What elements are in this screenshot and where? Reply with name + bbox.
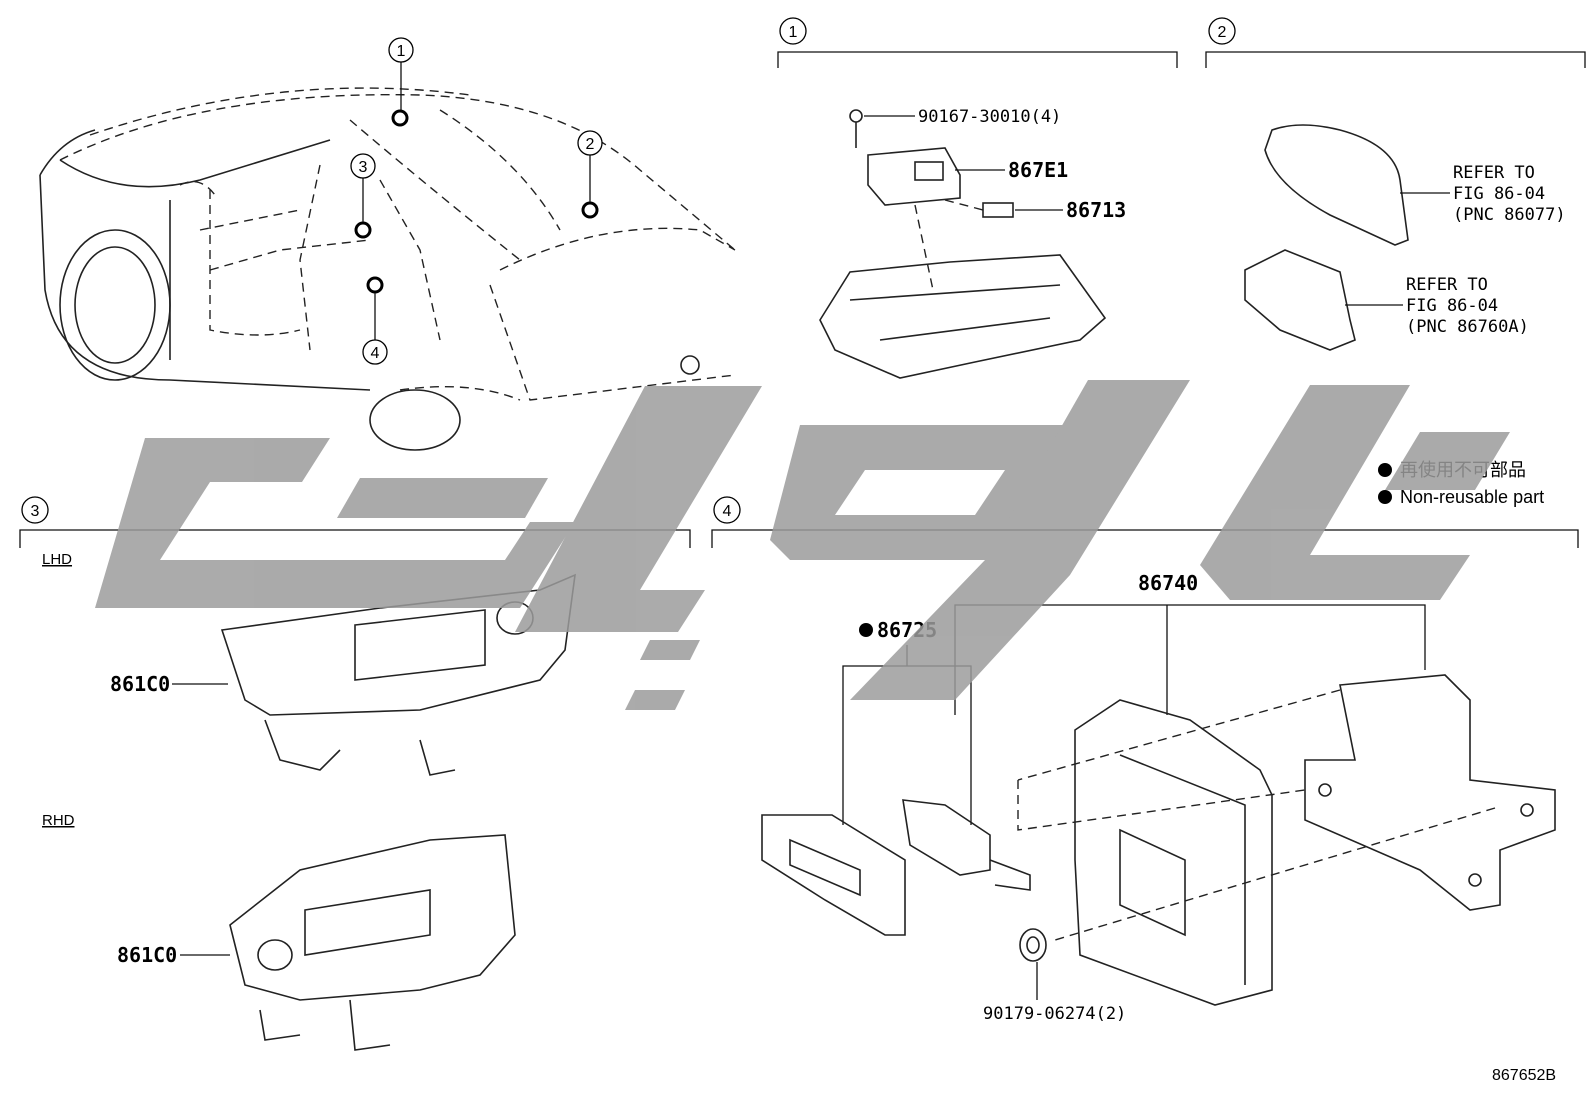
clip-90179-06274 — [1019, 928, 1047, 962]
part-label-90179-06274: 90179-06274(2) — [983, 1004, 1126, 1024]
ref-1-line-2: FIG 86-04 — [1453, 184, 1545, 204]
watermark-shape-1 — [95, 438, 575, 608]
part-label-86713: 86713 — [1066, 198, 1126, 222]
svg-text:4: 4 — [371, 345, 380, 362]
section-2-marker — [1208, 17, 1236, 45]
nonreusable-dot-icon — [1378, 463, 1392, 477]
part-label-861c0-rhd: 861C0 — [117, 943, 177, 967]
part-label-861c0-lhd: 861C0 — [110, 672, 170, 696]
section-3-number: 3 — [31, 503, 40, 520]
rhd-label: RHD — [42, 812, 75, 829]
section-3: 3 LHD RHD 861C0 861C0 — [19, 496, 691, 1051]
lhd-label: LHD — [42, 551, 72, 568]
svg-text:3: 3 — [359, 159, 368, 176]
section-4-number: 4 — [723, 503, 732, 520]
screw-icon — [849, 109, 863, 148]
diagram-code: 867652B — [1492, 1067, 1556, 1084]
location-marker-1: 1 — [388, 37, 414, 63]
part-label-90167-30010: 90167-30010(4) — [918, 107, 1061, 127]
section-4-marker — [713, 496, 741, 524]
rhd-center-panel — [229, 834, 516, 1051]
watermark-shape-4 — [640, 640, 700, 660]
bracket-plate-86725 — [761, 814, 906, 936]
nonreusable-dot-icon — [1378, 490, 1392, 504]
nonreusable-dot-icon — [859, 623, 873, 637]
watermark-shape-9 — [1385, 432, 1510, 490]
svg-text:2: 2 — [586, 136, 595, 153]
roof-console-base — [819, 254, 1107, 379]
section-1: 1 90167-30010(4) 867E1 86713 — [777, 17, 1178, 379]
ref-2-line-1: REFER TO — [1406, 275, 1488, 295]
watermark-shape-7 — [850, 380, 1190, 700]
module-867e1-illustration — [867, 147, 961, 206]
watermark-shape-2 — [337, 478, 548, 518]
watermark-shape-3 — [515, 386, 762, 632]
ref-1-line-3: (PNC 86077) — [1453, 205, 1566, 225]
support-bracket — [1304, 674, 1556, 911]
ref-2-line-3: (PNC 86760A) — [1406, 317, 1529, 337]
section-1-number: 1 — [789, 24, 798, 41]
legend-en: Non-reusable part — [1400, 487, 1544, 507]
section-2-number: 2 — [1218, 24, 1227, 41]
location-marker-2: 2 — [577, 130, 603, 156]
svg-text:1: 1 — [397, 43, 406, 60]
ref-2-line-2: FIG 86-04 — [1406, 296, 1498, 316]
shark-fin-antenna-cover — [1264, 124, 1409, 246]
ecu-box-86740 — [1074, 699, 1273, 1006]
location-marker-4: 4 — [362, 339, 388, 365]
watermark-shape-8 — [1200, 385, 1470, 600]
part-label-867e1: 867E1 — [1008, 158, 1068, 182]
section-1-marker — [779, 17, 807, 45]
connector-86713-illustration — [982, 202, 1014, 218]
antenna-base-unit — [1244, 249, 1356, 351]
part-label-86740: 86740 — [1138, 571, 1198, 595]
car-overview-illustration — [39, 62, 736, 451]
ref-1-line-1: REFER TO — [1453, 163, 1535, 183]
section-2: 2 REFER TO FIG 86-04 (PNC 86077) REFER T… — [1205, 17, 1586, 351]
location-marker-3: 3 — [350, 153, 376, 179]
transmitter-86725 — [902, 799, 1031, 891]
watermark-shape-5 — [625, 690, 685, 710]
section-3-marker — [21, 496, 49, 524]
watermark-logo — [95, 380, 1510, 710]
